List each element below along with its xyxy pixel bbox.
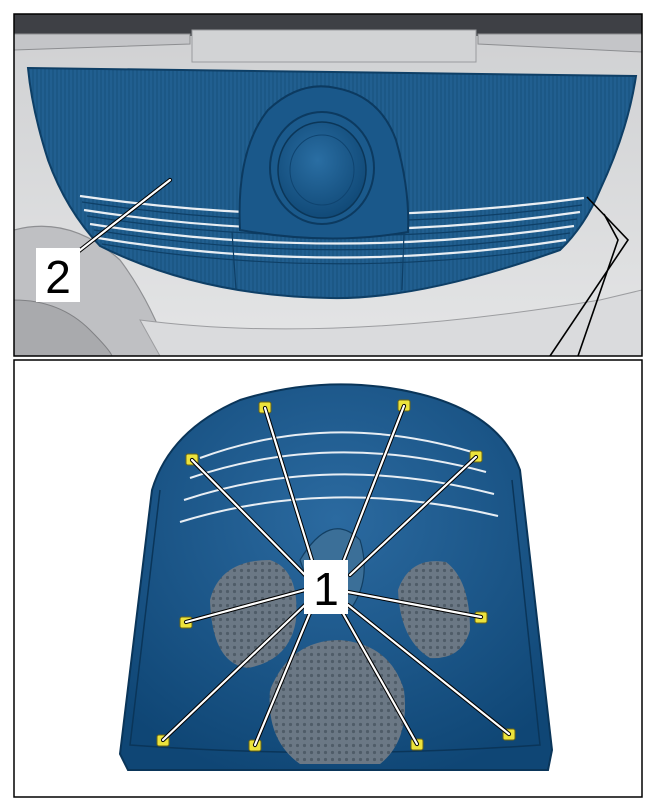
callout-2: 2	[36, 248, 80, 303]
callout-1-text: 1	[313, 563, 339, 615]
speaker-grille-cover	[26, 66, 638, 300]
leader-lines-clips	[160, 403, 512, 748]
upper-detail-panel	[14, 14, 642, 356]
callout-2-text: 2	[45, 251, 71, 303]
lower-panel-frame	[13, 359, 643, 798]
upper-panel-frame	[13, 13, 643, 357]
leader-line-grille	[67, 177, 173, 261]
callout-1: 1	[304, 560, 348, 615]
